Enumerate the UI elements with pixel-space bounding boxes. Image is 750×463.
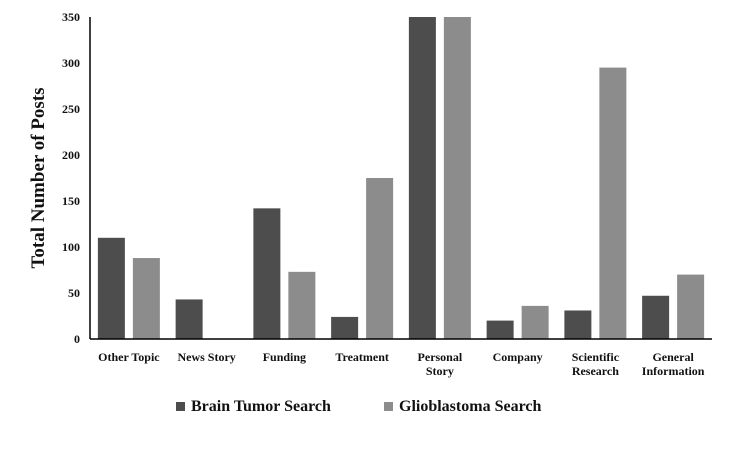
legend-label: Glioblastoma Search xyxy=(399,398,541,415)
bar-brain-tumor xyxy=(331,316,359,339)
legend: Brain Tumor Search Glioblastoma Search xyxy=(176,398,541,415)
bar-brain-tumor xyxy=(253,208,281,339)
bar-brain-tumor xyxy=(564,310,592,339)
category-label: Treatment xyxy=(335,350,389,364)
legend-swatch xyxy=(176,402,185,411)
y-tick-label: 150 xyxy=(62,194,80,208)
category-label: Company xyxy=(493,350,543,364)
y-tick-label: 250 xyxy=(62,102,80,116)
y-tick-label: 200 xyxy=(62,148,80,162)
y-tick-label: 100 xyxy=(62,240,80,254)
bar-glioblastoma xyxy=(288,271,316,339)
bar-glioblastoma xyxy=(677,274,705,339)
bar-glioblastoma xyxy=(366,178,394,339)
y-axis-ticks: 0 50 100 150 200 250 300 350 xyxy=(62,10,80,346)
y-axis-title: Total Number of Posts xyxy=(28,87,49,268)
bar-brain-tumor xyxy=(486,320,514,339)
bar-brain-tumor xyxy=(175,299,203,339)
y-tick-label: 50 xyxy=(68,286,80,300)
bar-glioblastoma xyxy=(132,258,160,339)
bar-brain-tumor xyxy=(97,237,125,339)
bar-brain-tumor xyxy=(408,17,436,339)
y-tick-label: 300 xyxy=(62,56,80,70)
bar-glioblastoma xyxy=(521,305,549,339)
category-label: Other Topic xyxy=(98,350,160,364)
category-label: Funding xyxy=(263,350,306,364)
x-axis-category-labels: Other Topic News Story Funding Treatment Per… xyxy=(98,350,705,378)
y-tick-label: 0 xyxy=(74,332,80,346)
bar-glioblastoma xyxy=(443,17,471,339)
legend-label: Brain Tumor Search xyxy=(191,398,331,415)
category-label: News Story xyxy=(177,350,235,364)
bar-glioblastoma xyxy=(599,67,627,339)
bar-brain-tumor xyxy=(642,295,670,339)
y-axis-label: Total Number of Posts xyxy=(28,87,49,268)
y-tick-label: 350 xyxy=(62,10,80,24)
bars xyxy=(97,17,705,339)
legend-swatch xyxy=(384,402,393,411)
